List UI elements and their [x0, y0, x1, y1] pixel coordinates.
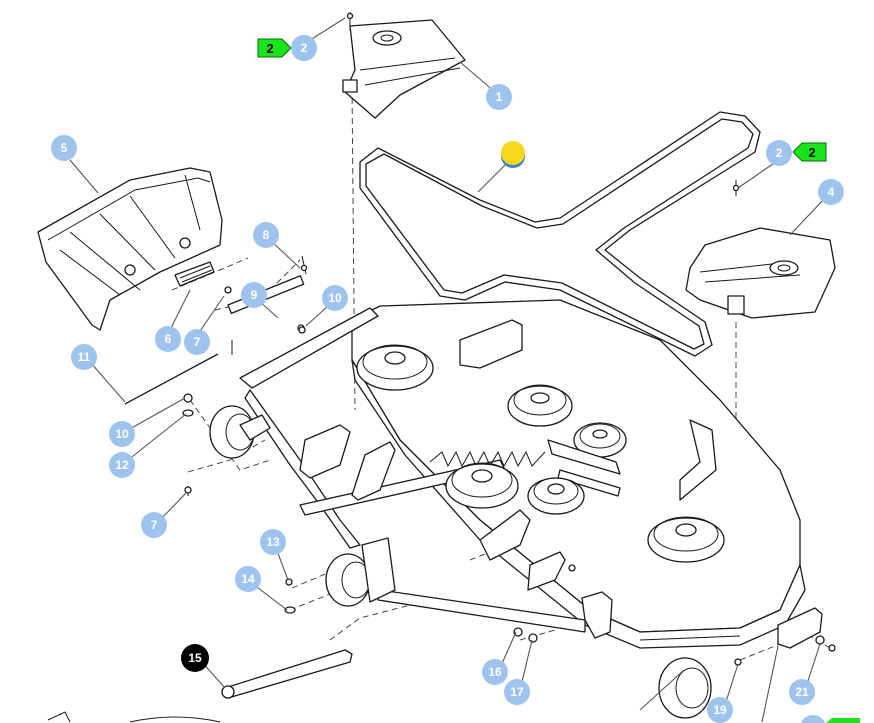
- callout-7[interactable]: 7: [184, 329, 210, 355]
- belt-cover-left: [342, 12, 466, 119]
- reference-tag-partial: [826, 718, 860, 723]
- callout-label: 15: [188, 651, 202, 665]
- gauge-wheel-front: [658, 657, 712, 719]
- callout-2[interactable]: 2: [291, 35, 317, 61]
- callout-12[interactable]: 12: [109, 452, 135, 478]
- callout-label: 9: [251, 288, 258, 302]
- callout-partial: [801, 715, 825, 723]
- reference-tag-top: 2: [257, 38, 292, 58]
- callout-10[interactable]: 10: [322, 285, 348, 311]
- callout-label: 1: [496, 90, 503, 104]
- mower-deck: [209, 299, 836, 719]
- callout-15[interactable]: 15: [181, 644, 209, 672]
- callout-label: 4: [828, 185, 835, 199]
- gauge-wheel-upper: [209, 405, 271, 459]
- callout-7[interactable]: 7: [141, 512, 167, 538]
- callout-label: 10: [328, 291, 342, 305]
- callout-label: 12: [115, 458, 129, 472]
- callout-13[interactable]: 13: [260, 529, 286, 555]
- idler-pulley: [573, 422, 627, 458]
- drive-belt: [359, 111, 761, 357]
- callout-label: 5: [61, 141, 68, 155]
- gauge-wheel-left: [325, 537, 396, 607]
- belt-cover-right: [685, 180, 836, 319]
- callout-4[interactable]: 4: [818, 179, 844, 205]
- pulley-small: [527, 477, 585, 515]
- partial-part-bottom-left: [47, 711, 71, 723]
- tag-label: 2: [266, 41, 273, 56]
- callout-label: 2: [301, 41, 308, 55]
- highlight-marker: [501, 141, 525, 168]
- mounting-hardware-left: [124, 255, 308, 496]
- callout-21[interactable]: 21: [789, 679, 815, 705]
- callout-14[interactable]: 14: [235, 566, 261, 592]
- callout-2[interactable]: 2: [766, 140, 792, 166]
- idler-arm: [547, 439, 621, 497]
- callout-8[interactable]: 8: [253, 222, 279, 248]
- callout-label: 21: [795, 685, 809, 699]
- callout-label: 7: [194, 335, 201, 349]
- callout-9[interactable]: 9: [241, 282, 267, 308]
- callout-label: 11: [78, 350, 91, 364]
- callout-10[interactable]: 10: [109, 421, 135, 447]
- callout-16[interactable]: 16: [482, 659, 508, 685]
- callout-label: 7: [151, 518, 158, 532]
- callout-label: 10: [115, 427, 129, 441]
- callout-label: 16: [488, 665, 502, 679]
- pulley-center-upper: [507, 384, 573, 427]
- callout-label: 2: [776, 146, 783, 160]
- callout-label: 6: [165, 332, 172, 346]
- callout-5[interactable]: 5: [51, 135, 77, 161]
- spring: [429, 450, 546, 468]
- discharge-chute: [37, 167, 223, 331]
- callout-1[interactable]: 1: [486, 84, 512, 110]
- callout-label: 8: [263, 228, 270, 242]
- callout-label: 19: [713, 703, 727, 717]
- pulley-right: [647, 516, 725, 563]
- callout-label: 17: [510, 685, 524, 699]
- callout-6[interactable]: 6: [155, 326, 181, 352]
- pulley-center: [445, 462, 519, 509]
- callout-11[interactable]: 11: [71, 344, 97, 370]
- tag-label: 2: [808, 145, 815, 160]
- partial-part-bottom: [129, 716, 221, 723]
- callout-label: 14: [241, 572, 255, 586]
- pulley-left: [356, 344, 434, 391]
- callout-19[interactable]: 19: [707, 697, 733, 723]
- callout-label: 13: [266, 535, 280, 549]
- reference-tag-right: 2: [792, 142, 827, 162]
- callout-17[interactable]: 17: [504, 679, 530, 705]
- lift-rod: [221, 649, 353, 699]
